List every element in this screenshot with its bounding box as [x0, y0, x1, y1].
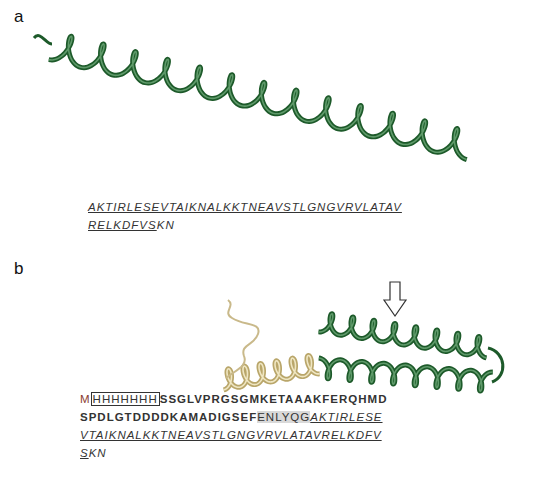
sequence-text: AKTIRLESEVTAIKNALKKTNEAVSTLGNGVRVLATAV: [88, 201, 402, 213]
sequence-text: VTAIKNALKKTNEAVSTLGNGVRVLATAVRELKDFV: [80, 429, 382, 441]
sequence-text: SPDLGTDDDDKAMADIGSEF: [80, 411, 257, 423]
coil-tail: [226, 300, 259, 378]
hairpin-loop: [488, 348, 503, 382]
helix-ribbon: [318, 314, 486, 358]
helix-ribbons: [34, 36, 493, 392]
sequence-text: SSGLVPRGSGMKETAAAKFERQHMD: [160, 393, 388, 405]
pointer-arrow: [384, 282, 406, 316]
sequence-text: RELKDFVS: [88, 219, 157, 231]
helix-highlight: [318, 314, 486, 358]
sequence-text: AKTIRLESE: [310, 411, 382, 423]
helix-highlight: [224, 355, 320, 389]
sequence-text: KN: [157, 219, 175, 231]
sequence-text: KN: [89, 447, 107, 459]
helix-ribbon: [49, 36, 467, 159]
sequence-text: M: [80, 393, 91, 405]
sequence-line: SPDLGTDDDDKAMADIGSEFENLYQGAKTIRLESE: [80, 410, 383, 425]
sequence-line: b: [14, 258, 23, 280]
helix-highlight: [319, 358, 493, 391]
sequence-text: S: [80, 447, 89, 459]
helix-tail: [34, 36, 52, 44]
sequence-line: AKTIRLESEVTAIKNALKKTNEAVSTLGNGVRVLATAV: [88, 200, 402, 215]
sequence-line: SKN: [80, 446, 107, 461]
sequence-line: VTAIKNALKKTNEAVSTLGNGVRVLATAVRELKDFV: [80, 428, 382, 443]
sequence-text: HHHHHHH: [91, 392, 160, 406]
sequence-line: MHHHHHHHSSGLVPRGSGMKETAAAKFERQHMD: [80, 392, 387, 407]
panel-label: b: [14, 259, 23, 278]
helix-highlight: [49, 36, 467, 159]
helix-ribbon: [224, 355, 320, 389]
helix-ribbon: [319, 358, 493, 391]
sequence-line: RELKDFVSKN: [88, 218, 175, 233]
panel-label: a: [14, 7, 23, 26]
sequence-text: ENLYQG: [257, 411, 310, 423]
sequence-line: a: [14, 6, 23, 28]
